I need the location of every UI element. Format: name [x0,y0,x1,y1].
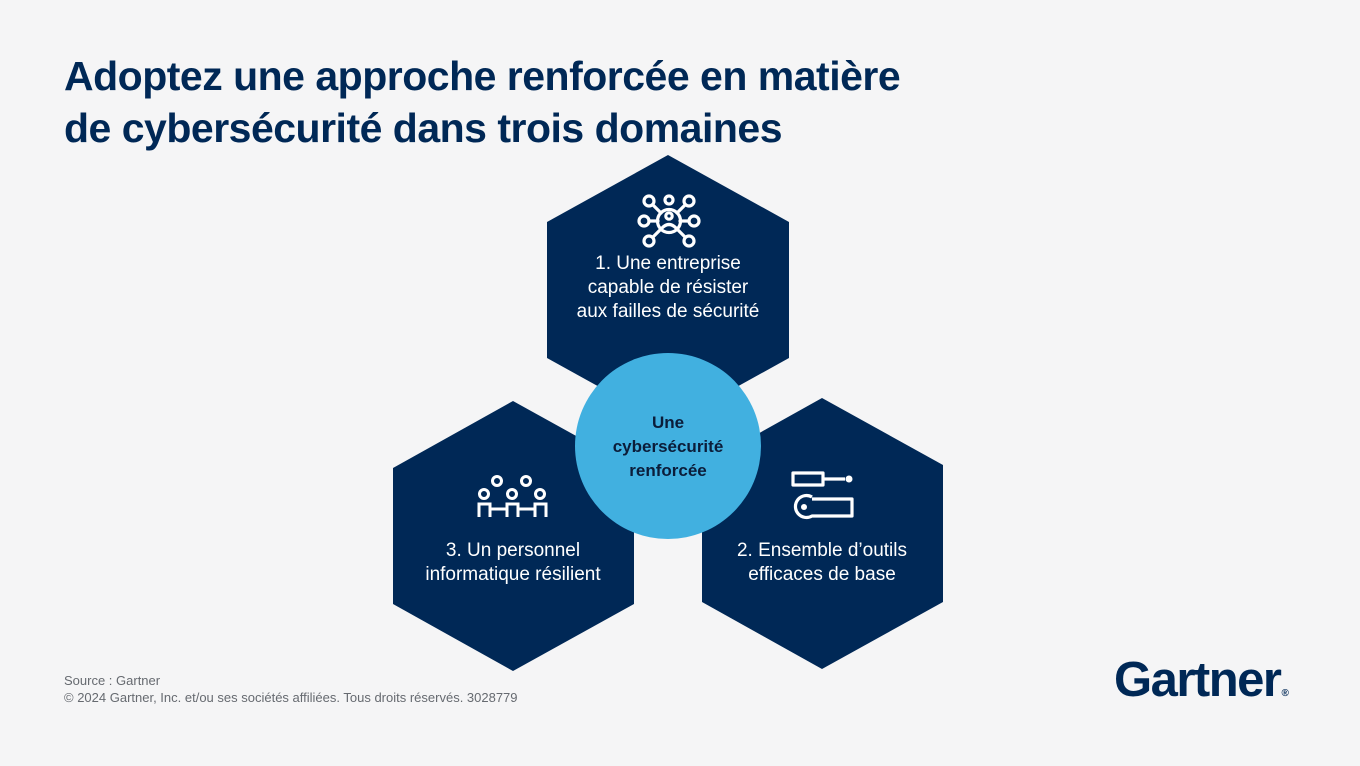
domain-3-label: 3. Un personnel informatique résilient [393,539,633,587]
domain-2-line-2: efficaces de base [748,564,896,585]
domain-1-line-2: capable de résister [587,277,749,298]
center-circle [575,353,761,539]
center-line-3: renforcée [629,461,707,480]
domain-3-line-2: informatique résilient [425,564,601,585]
tools-icon [791,471,854,520]
registered-mark: ® [1281,688,1289,699]
title-line-2: de cybersécurité dans trois domaines [64,105,783,151]
domain-3-line-1: 3. Un personnel [445,540,581,561]
page-title: Adoptez une approche renforcée en matièr… [64,50,1064,154]
hexagon-domain-2 [702,398,943,669]
center-label: Une cybersécurité renforcée [578,411,758,483]
gartner-logo: Gartner® [1114,652,1289,708]
title-line-1: Adoptez une approche renforcée en matièr… [64,53,901,99]
copyright-note: © 2024 Gartner, Inc. et/ou ses sociétés … [64,690,518,705]
footer: Source : Gartner © 2024 Gartner, Inc. et… [64,672,518,706]
domain-2-label: 2. Ensemble d’outils efficaces de base [702,539,942,587]
domain-1-line-3: aux failles de sécurité [576,301,760,322]
network-person-icon [637,194,701,248]
domain-1-label: 1. Une entreprise capable de résister au… [548,252,788,324]
hexagon-domain-3 [393,401,634,671]
domain-2-line-1: 2. Ensemble d’outils [736,540,908,561]
center-line-1: Une [651,413,685,432]
hexagon-domain-1 [547,155,789,425]
domain-1-line-1: 1. Une entreprise [595,253,741,274]
center-line-2: cybersécurité [612,437,724,456]
logo-text: Gartner [1114,653,1282,707]
people-group-icon [477,475,548,517]
source-note: Source : Gartner [64,673,161,688]
